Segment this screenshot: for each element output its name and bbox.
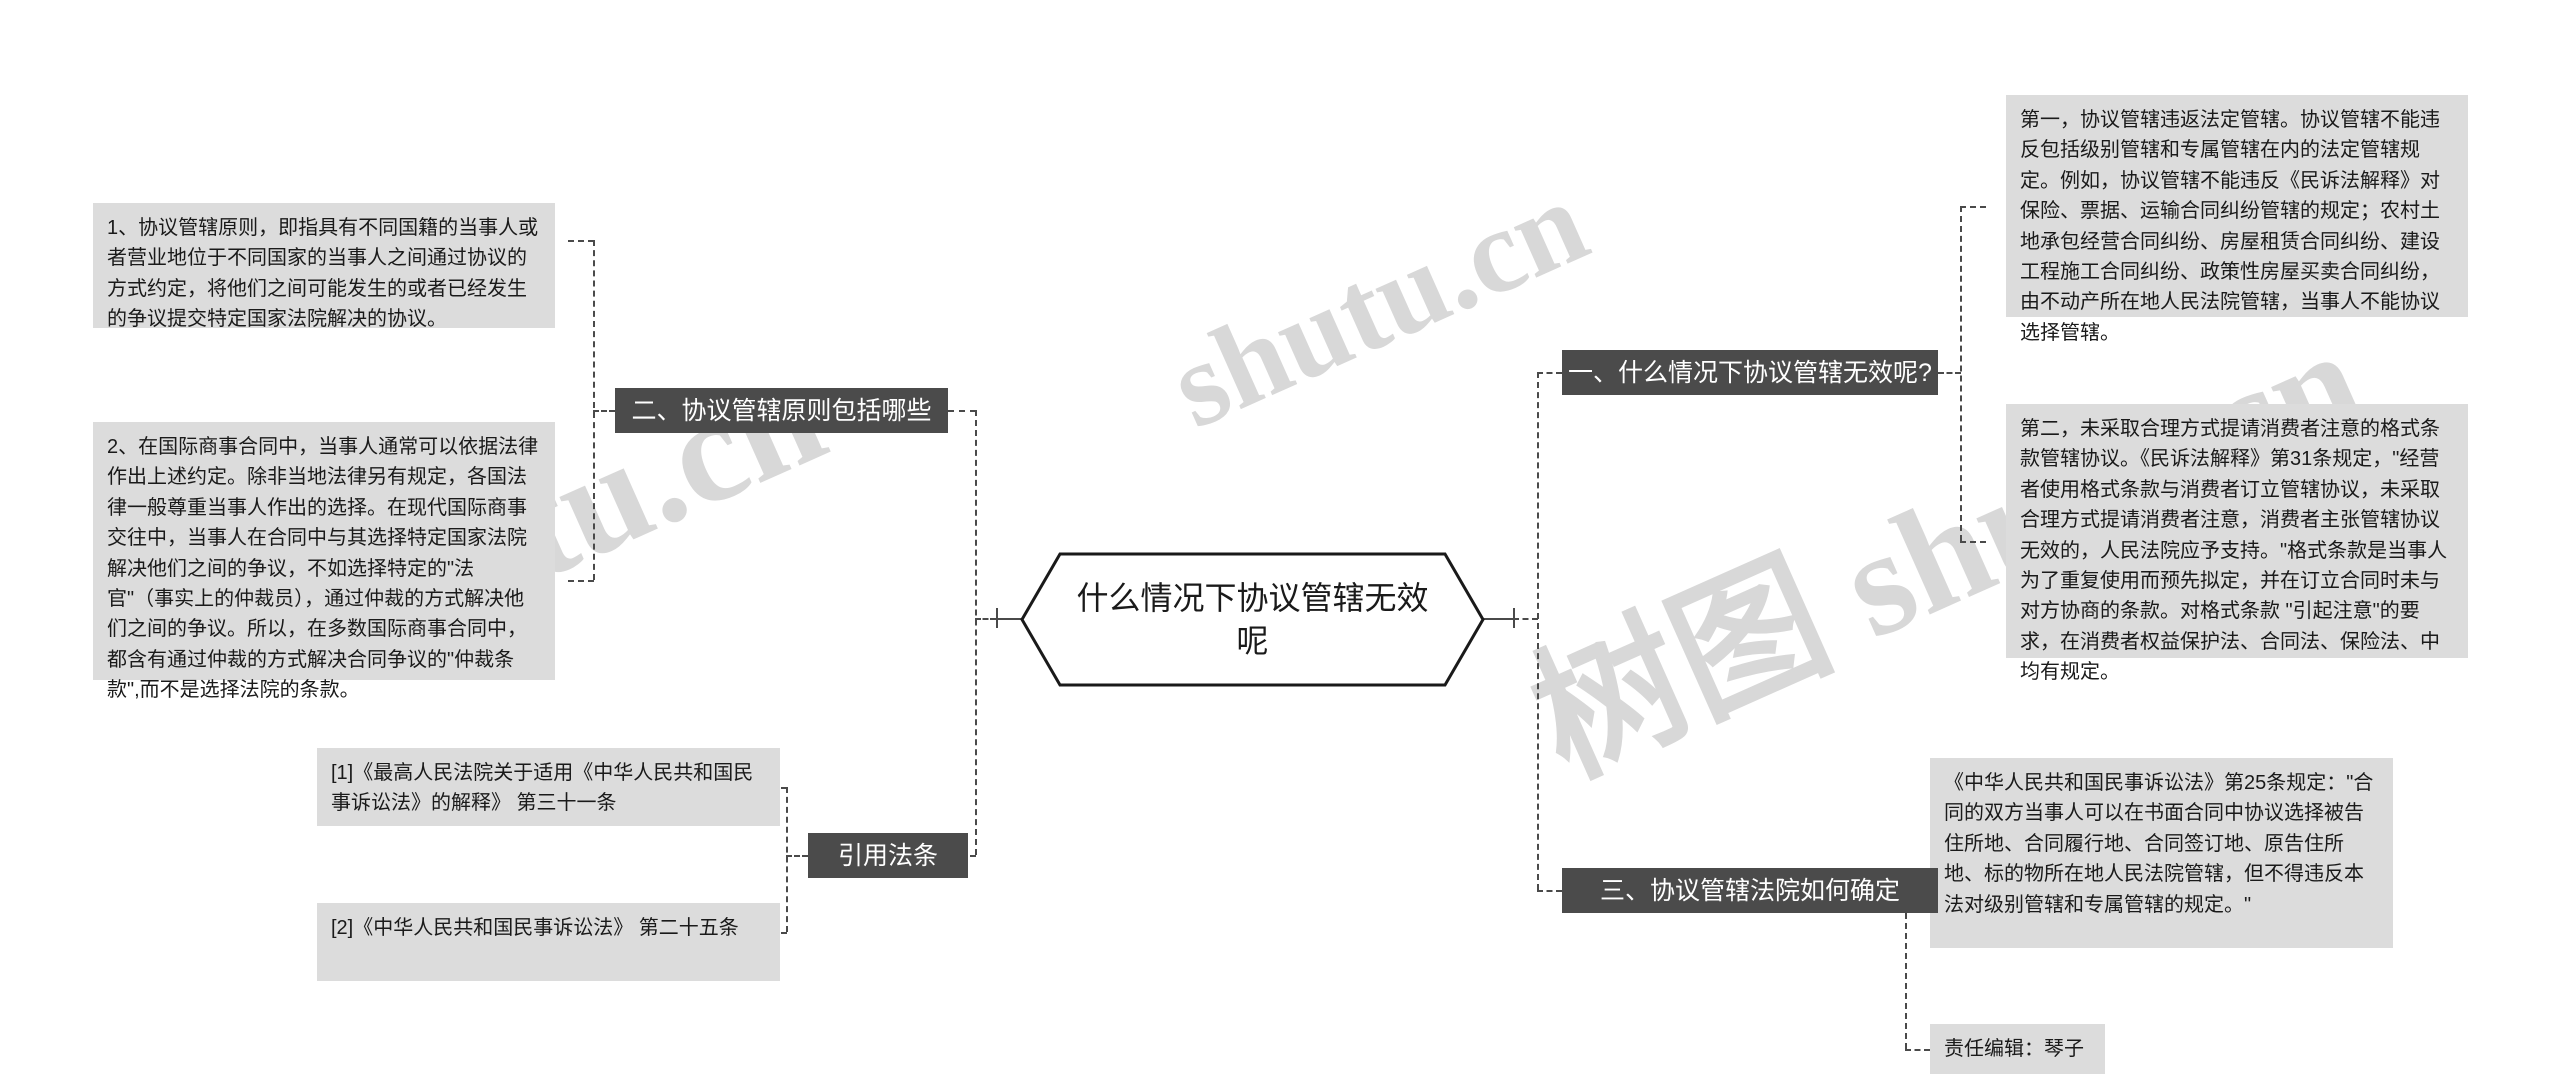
- connector-root-cap-right: [1513, 608, 1515, 628]
- branch-node-three[interactable]: 三、协议管辖法院如何确定: [1562, 868, 1938, 913]
- branch-node-citations[interactable]: 引用法条: [808, 833, 968, 878]
- connector-branch-two-leaf2: [568, 580, 594, 582]
- connector-right-spine: [1537, 372, 1539, 890]
- leaf-citation-2[interactable]: [2]《中华人民共和国民事诉讼法》 第二十五条: [317, 903, 780, 981]
- branch-node-two[interactable]: 二、协议管辖原则包括哪些: [615, 388, 948, 433]
- connector-citations-spine: [786, 787, 788, 932]
- connector-branch-three-leaf2: [1905, 1049, 1930, 1051]
- connector-right-to-branch-three: [1537, 890, 1562, 892]
- connector-root-stub-right: [1483, 618, 1513, 620]
- connector-left-spine: [975, 410, 977, 855]
- leaf-invalid-1[interactable]: 第一，协议管辖违返法定管辖。协议管辖不能违反包括级别管辖和专属管辖在内的法定管辖…: [2006, 95, 2468, 344]
- connector-branch-two-in: [593, 410, 615, 412]
- leaf-principle-1[interactable]: 1、协议管辖原则，即指具有不同国籍的当事人或者营业地位于不同国家的当事人之间通过…: [93, 203, 555, 330]
- connector-branch-one-spine: [1960, 206, 1962, 541]
- hexagon-shape: [1020, 552, 1485, 687]
- connector-right-to-branch-one: [1537, 372, 1562, 374]
- connector-branch-one-in: [1938, 372, 1961, 374]
- connector-left-to-branch-two: [948, 410, 976, 412]
- connector-root-cap-left: [996, 608, 998, 628]
- branch-node-one[interactable]: 一、什么情况下协议管辖无效呢?: [1562, 350, 1938, 395]
- connector-left-spine-to-root: [975, 618, 996, 620]
- connector-right-spine-to-root: [1513, 618, 1538, 620]
- connector-branch-two-leaf1: [568, 240, 594, 242]
- connector-citations-in: [786, 855, 808, 857]
- connector-branch-one-leaf1: [1960, 206, 1986, 208]
- central-topic-node[interactable]: 什么情况下协议管辖无效呢: [1020, 552, 1485, 687]
- leaf-court-rule[interactable]: 《中华人民共和国民事诉讼法》第25条规定："合同的双方当事人可以在书面合同中协议…: [1930, 758, 2393, 948]
- connector-root-stub-left: [996, 618, 1026, 620]
- leaf-principle-2[interactable]: 2、在国际商事合同中，当事人通常可以依据法律作出上述约定。除非当地法律另有规定，…: [93, 422, 555, 701]
- connector-branch-three-spine: [1905, 903, 1907, 1049]
- central-topic-label: 什么情况下协议管辖无效呢: [1076, 580, 1429, 659]
- leaf-editor[interactable]: 责任编辑：琴子: [1930, 1024, 2105, 1074]
- leaf-invalid-2[interactable]: 第二，未采取合理方式提请消费者注意的格式条款管辖协议。《民诉法解释》第31条规定…: [2006, 404, 2468, 683]
- leaf-citation-1[interactable]: [1]《最高人民法院关于适用《中华人民共和国民事诉讼法》的解释》 第三十一条: [317, 748, 780, 826]
- connector-branch-one-leaf2: [1960, 541, 1986, 543]
